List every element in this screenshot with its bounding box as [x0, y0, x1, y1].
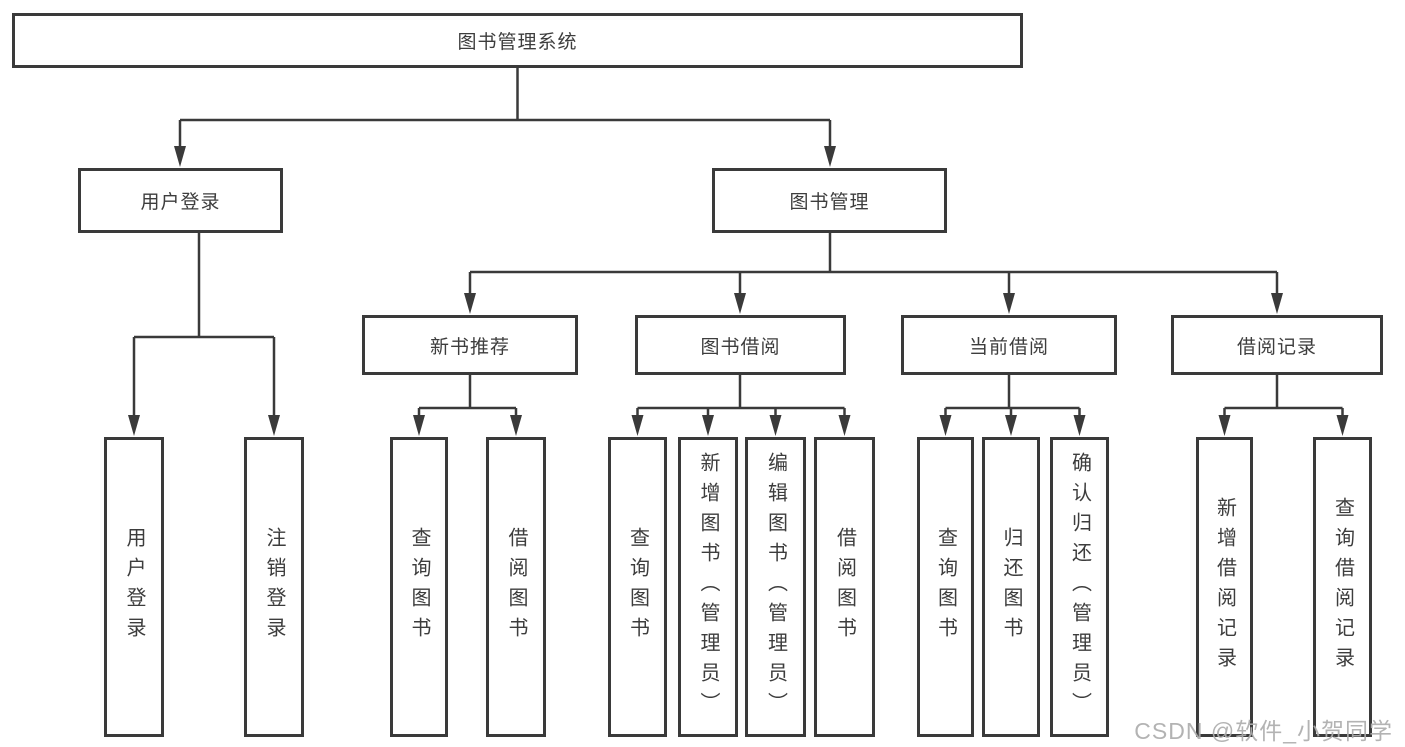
leaf-user-login-label: 用户登录 — [123, 527, 145, 647]
watermark: CSDN @软件_小贺同学 — [1134, 718, 1393, 744]
leaf-logout: 注销登录 — [244, 437, 304, 737]
node-new-book-recommend: 新书推荐 — [362, 315, 578, 375]
node-user-login-label: 用户登录 — [140, 192, 221, 213]
leaf-current-query-books-label: 查询图书 — [934, 527, 957, 647]
leaf-newbook-borrow-books-label: 借阅图书 — [505, 527, 527, 647]
leaf-records-add-record: 新增借阅记录 — [1196, 437, 1253, 737]
leaf-user-login: 用户登录 — [104, 437, 164, 737]
leaf-records-add-record-label: 新增借阅记录 — [1213, 497, 1236, 677]
node-borrow-records-label: 借阅记录 — [1236, 336, 1317, 358]
leaf-current-confirm-return-admin-label: 确认归还（管理员） — [1068, 452, 1091, 722]
leaf-current-return-books: 归还图书 — [982, 437, 1040, 737]
leaf-borrow-borrow-books-label: 借阅图书 — [833, 527, 856, 647]
leaf-borrow-add-books-admin: 新增图书（管理员） — [678, 437, 738, 737]
node-book-management-label: 图书管理 — [789, 192, 870, 213]
node-book-management: 图书管理 — [712, 168, 947, 233]
leaf-newbook-query-books-label: 查询图书 — [408, 527, 430, 647]
node-current-borrow: 当前借阅 — [901, 315, 1117, 375]
leaf-newbook-query-books: 查询图书 — [390, 437, 448, 737]
leaf-borrow-query-books: 查询图书 — [608, 437, 667, 737]
leaf-borrow-query-books-label: 查询图书 — [626, 527, 649, 647]
leaf-borrow-borrow-books: 借阅图书 — [814, 437, 875, 737]
leaf-newbook-borrow-books: 借阅图书 — [486, 437, 546, 737]
node-root-label: 图书管理系统 — [457, 32, 578, 53]
node-book-borrow: 图书借阅 — [635, 315, 846, 375]
leaf-current-query-books: 查询图书 — [917, 437, 974, 737]
node-user-login: 用户登录 — [78, 168, 283, 233]
leaf-borrow-edit-books-admin-label: 编辑图书（管理员） — [764, 452, 787, 722]
leaf-logout-label: 注销登录 — [263, 527, 285, 647]
leaf-borrow-add-books-admin-label: 新增图书（管理员） — [697, 452, 719, 722]
leaf-current-confirm-return-admin: 确认归还（管理员） — [1050, 437, 1109, 737]
node-current-borrow-label: 当前借阅 — [968, 336, 1049, 358]
leaf-borrow-edit-books-admin: 编辑图书（管理员） — [745, 437, 806, 737]
node-borrow-records: 借阅记录 — [1171, 315, 1383, 375]
node-new-book-recommend-label: 新书推荐 — [429, 336, 510, 358]
leaf-records-query-record-label: 查询借阅记录 — [1331, 497, 1354, 677]
leaf-current-return-books-label: 归还图书 — [1000, 527, 1022, 647]
node-root: 图书管理系统 — [12, 13, 1023, 68]
node-book-borrow-label: 图书借阅 — [700, 336, 781, 358]
leaf-records-query-record: 查询借阅记录 — [1313, 437, 1372, 737]
